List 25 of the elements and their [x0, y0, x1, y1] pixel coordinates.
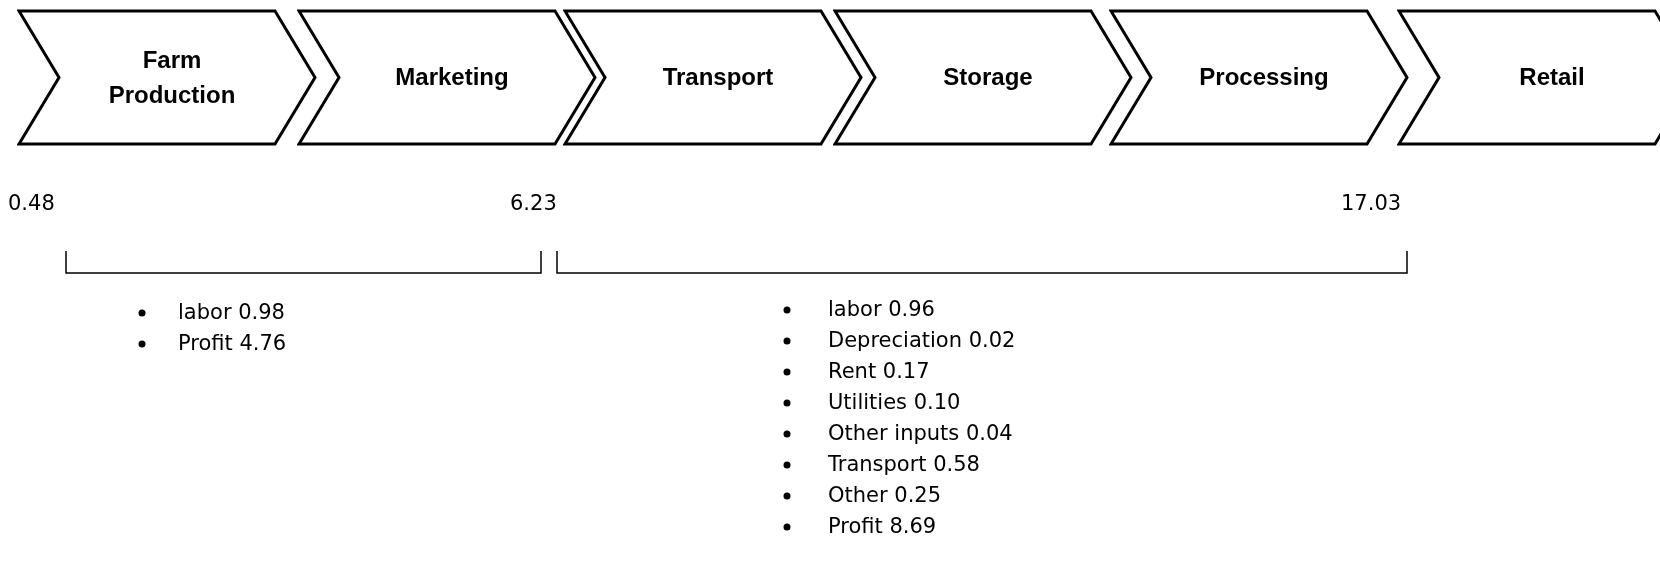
step-label: Retail	[1519, 62, 1585, 93]
cost-item: Profit 8.69	[828, 514, 937, 538]
chevron-step	[833, 9, 1133, 146]
chevron-step	[563, 9, 863, 146]
chevron-step	[297, 9, 597, 146]
chevron-step	[1397, 9, 1660, 146]
cost-item: Other inputs 0.04	[828, 421, 1013, 445]
cost-item: Utilities 0.10	[828, 390, 961, 414]
cost-item: labor 0.98	[178, 300, 285, 324]
step-label: Processing	[1199, 62, 1329, 93]
chevron-step	[1109, 9, 1409, 146]
step-label: Farm Production	[107, 44, 237, 110]
cost-item: labor 0.96	[828, 297, 935, 321]
cost-item: Other 0.25	[828, 483, 942, 507]
step-label: Transport	[662, 62, 774, 93]
cost-item: Depreciation 0.02	[828, 328, 1016, 352]
step-label: Storage	[943, 62, 1033, 93]
price-value: 17.03	[1341, 191, 1402, 215]
cost-item: Rent 0.17	[828, 359, 930, 383]
chevron-step	[17, 9, 317, 146]
price-value: 6.23	[510, 191, 557, 215]
step-label: Marketing	[395, 62, 509, 93]
cost-item: Transport 0.58	[828, 452, 980, 476]
cost-item: Profit 4.76	[178, 331, 287, 355]
price-value: 0.48	[8, 191, 55, 215]
